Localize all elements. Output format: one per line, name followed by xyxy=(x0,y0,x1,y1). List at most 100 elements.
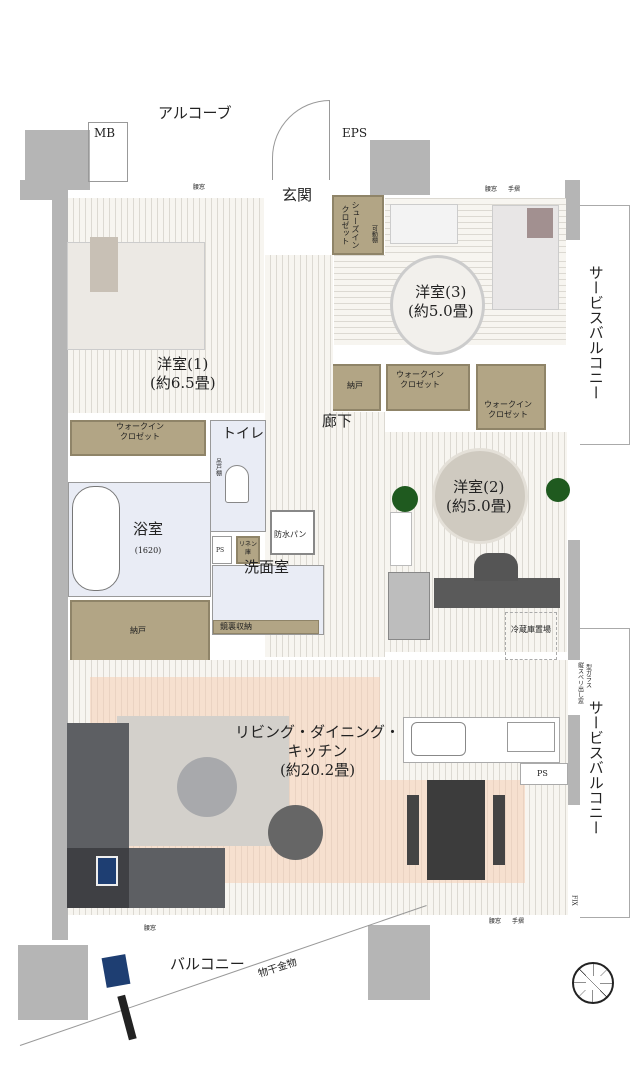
mirror-storage xyxy=(213,620,319,634)
mb-box xyxy=(88,122,128,182)
linen-closet xyxy=(236,536,260,564)
ps-box xyxy=(520,763,568,785)
walk-in-closet-2 xyxy=(476,364,546,430)
chair xyxy=(474,553,518,581)
shelf xyxy=(390,512,412,566)
ldk-label: リビング・ダイニング・キッチン(約20.2畳) xyxy=(235,723,400,779)
room-2-name: 洋室(2) xyxy=(453,478,505,496)
stove xyxy=(507,722,555,752)
ldk-size: (約20.2畳) xyxy=(279,760,356,779)
wall-left xyxy=(52,180,68,940)
dining-table xyxy=(427,780,485,880)
movable-shelf-label: 可動棚 xyxy=(370,225,378,243)
hallway-floor xyxy=(265,255,333,415)
wall-right xyxy=(568,540,580,660)
walk-in-closet-label: ウォークインクロゼット xyxy=(116,422,164,441)
ps-box xyxy=(212,536,232,564)
storage-small xyxy=(331,364,381,411)
cabinet xyxy=(388,572,430,640)
waterproof-pan-label: 防水パン xyxy=(274,530,307,539)
walk-in-closet-label: ウォークインクロゼット xyxy=(484,400,532,419)
ps-label: PS xyxy=(216,547,225,554)
wall-top-left xyxy=(25,130,90,190)
window-label: 腰窓 xyxy=(193,184,206,191)
pillow xyxy=(527,208,553,238)
compass-north-icon xyxy=(572,962,614,1004)
rug xyxy=(432,448,528,544)
dining-chairs xyxy=(407,795,505,865)
handrail-label: 手摺 xyxy=(508,186,521,193)
room-1-label: 洋室(1)(約6.5畳) xyxy=(150,355,216,393)
rug xyxy=(390,255,485,355)
ldk-name-kitchen: キッチン xyxy=(287,741,348,760)
desk xyxy=(434,578,560,608)
bathtub xyxy=(72,486,120,591)
room-2-size: (約5.0畳) xyxy=(446,496,512,515)
armchair xyxy=(268,805,323,860)
entrance-label: 玄関 xyxy=(282,186,313,204)
plant xyxy=(546,478,570,502)
room-3-label: 洋室(3)(約5.0畳) xyxy=(408,283,474,321)
storage-label: 納戸 xyxy=(130,626,146,635)
window-label: 腰窓 xyxy=(489,918,502,925)
ldk-name: リビング・ダイニング・ xyxy=(235,723,401,741)
room-3-size: (約5.0畳) xyxy=(408,301,474,320)
toilet-room xyxy=(210,420,266,532)
entrance-door[interactable] xyxy=(272,100,330,180)
room-1-name: 洋室(1) xyxy=(157,355,209,373)
walk-in-closet-1 xyxy=(70,420,206,456)
walk-in-closet-label: ウォークインクロゼット xyxy=(396,370,444,389)
service-balcony-label: サービスバルコニー xyxy=(586,700,605,835)
balcony-label: バルコニー xyxy=(170,955,245,973)
mirror-storage-label: 鏡裏収納 xyxy=(220,622,252,631)
handrail-label: 手摺 xyxy=(512,918,525,925)
wall-right xyxy=(568,715,580,805)
bath-size: (1620) xyxy=(134,545,162,555)
room-1-size: (約6.5畳) xyxy=(150,373,216,392)
plant xyxy=(392,486,418,512)
walk-in-closet-3 xyxy=(386,364,470,411)
shoe-closet xyxy=(332,195,384,255)
desk xyxy=(390,204,458,244)
washroom-label: 洗面室 xyxy=(244,558,290,576)
bath-label: 浴室 (1620) xyxy=(133,520,163,558)
pillow xyxy=(90,237,118,292)
bed xyxy=(67,242,205,350)
fridge-space xyxy=(505,612,557,660)
vertical-sliding-window-label: 縦スベリ出し窓 xyxy=(576,662,584,704)
ps-label: PS xyxy=(537,769,548,778)
hallway-label: 廊下 xyxy=(322,412,353,430)
glass-label: 型ガラス xyxy=(584,664,592,688)
room-3-name: 洋室(3) xyxy=(415,283,467,301)
storage-label: 納戸 xyxy=(347,381,363,390)
outdoor-cushion xyxy=(101,954,131,988)
wall-right xyxy=(565,180,580,240)
sofa xyxy=(129,848,225,908)
sink xyxy=(411,722,466,756)
column-bottom-left xyxy=(18,945,88,1020)
service-balcony-upper xyxy=(580,205,630,445)
alcove-label: アルコーブ xyxy=(158,104,232,122)
service-balcony-label: サービスバルコニー xyxy=(586,265,605,400)
coffee-table xyxy=(177,757,237,817)
service-balcony-lower xyxy=(580,628,630,918)
mb-label: MB xyxy=(94,126,116,140)
linen-label: リネン庫 xyxy=(238,541,257,556)
outdoor-stand xyxy=(117,994,137,1041)
toilet-label: トイレ xyxy=(222,426,264,442)
waterproof-pan xyxy=(270,510,315,555)
toilet-bowl xyxy=(225,465,249,503)
fix-label: FIX xyxy=(570,895,578,906)
fridge-label: 冷蔵庫置場 xyxy=(511,625,551,634)
wall-top-eps xyxy=(370,140,430,195)
bath-name: 浴室 xyxy=(133,520,164,538)
book xyxy=(96,856,118,886)
shoe-closet-label: シューズインクロゼット xyxy=(341,201,360,249)
window-label: 腰窓 xyxy=(144,925,157,932)
column-bottom-mid xyxy=(368,925,430,1000)
window-label: 腰窓 xyxy=(485,186,498,193)
hanging-shelf-label: 吊戸棚 xyxy=(214,458,222,476)
room-2-label: 洋室(2)(約5.0畳) xyxy=(446,478,512,516)
eps-label: EPS xyxy=(342,126,368,140)
